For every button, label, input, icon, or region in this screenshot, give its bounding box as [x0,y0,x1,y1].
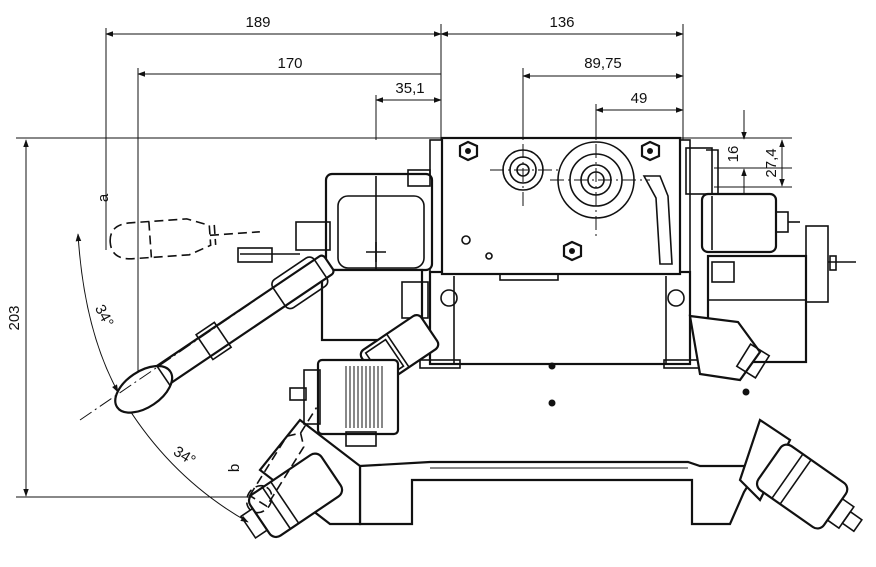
left-components [79,169,440,540]
dim-189: 189 [245,14,270,31]
lower-block [419,269,705,407]
label-b: b [226,464,243,472]
valve-body [429,120,691,276]
dim-27-4: 27,4 [763,148,780,177]
label-a: a [95,193,112,202]
base-frame [258,418,792,526]
dim-170: 170 [277,55,302,72]
filter-ribs [345,366,383,428]
dim-136: 136 [549,14,574,31]
angle-34-upper: 34° [91,302,117,330]
dim-16: 16 [725,146,742,163]
dim-203: 203 [6,305,23,330]
dim-89-75: 89,75 [584,55,622,72]
right-components [685,147,863,533]
dim-49: 49 [631,90,648,107]
dim-35-1: 35,1 [395,80,424,97]
